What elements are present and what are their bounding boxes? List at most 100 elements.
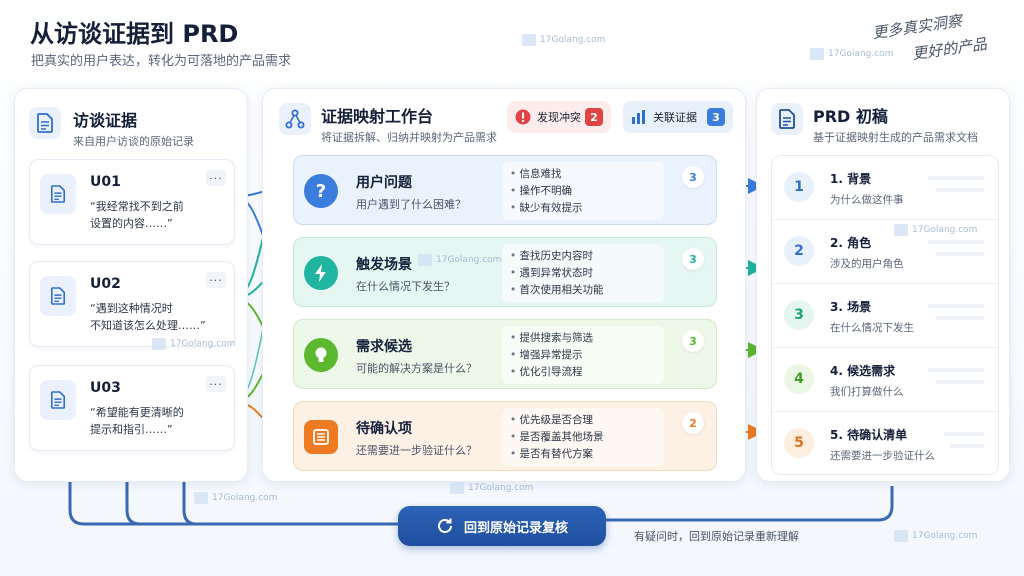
card-id: U03 xyxy=(90,380,121,396)
section-subtitle: 我们打算做什么 xyxy=(830,386,904,398)
panel-title-evidence: 访谈证据 xyxy=(73,111,138,130)
section-number: 2 xyxy=(784,236,814,266)
prd-section-scenes[interactable]: 3 3. 场景 在什么情况下发生 xyxy=(772,284,998,348)
panel-title-prd: PRD 初稿 xyxy=(813,107,888,126)
category-subtitle: 可能的解决方案是什么？ xyxy=(356,362,477,375)
document-icon xyxy=(40,276,76,316)
category-title: 触发场景 xyxy=(356,257,412,273)
category-subtitle: 用户遇到了什么困难？ xyxy=(356,198,466,211)
refresh-icon xyxy=(436,517,454,535)
list-item: 提供搜索与筛选 xyxy=(510,330,656,347)
list-item: 优化引导流程 xyxy=(510,364,656,381)
panel-subtitle-mapping: 将证据拆解、归纳并映射为产品需求 xyxy=(321,131,497,144)
category-count: 3 xyxy=(682,166,704,188)
more-options-button[interactable]: ··· xyxy=(206,170,226,186)
card-id: U02 xyxy=(90,276,121,292)
watermark: 17Golang.com xyxy=(894,224,977,236)
section-subtitle: 为什么做这件事 xyxy=(830,194,904,206)
category-title: 用户问题 xyxy=(356,175,412,191)
category-subtitle: 还需要进一步验证什么？ xyxy=(356,444,477,457)
section-title: 1. 背景 xyxy=(830,172,872,186)
bar-chart-icon xyxy=(631,109,647,125)
panel-subtitle-prd: 基于证据映射生成的产品需求文档 xyxy=(813,131,978,144)
watermark: 17Golang.com xyxy=(418,254,501,266)
watermark: 17Golang.com xyxy=(810,48,893,60)
section-number: 5 xyxy=(784,428,814,458)
list-item: 优先级是否合理 xyxy=(510,412,656,429)
interview-card-u01[interactable]: U01 “我经常找不到之前设置的内容……” ··· xyxy=(29,159,235,245)
panel-subtitle-evidence: 来自用户访谈的原始记录 xyxy=(73,135,194,148)
section-subtitle: 在什么情况下发生 xyxy=(830,322,914,334)
category-pending[interactable]: 待确认项 还需要进一步验证什么？ 优先级是否合理 是否覆盖其他场景 是否有替代方… xyxy=(293,401,717,471)
category-items: 优先级是否合理 是否覆盖其他场景 是否有替代方案 xyxy=(502,408,664,466)
document-icon xyxy=(40,380,76,420)
category-count: 2 xyxy=(682,412,704,434)
conflict-label: 发现冲突 xyxy=(537,111,581,124)
section-subtitle: 涉及的用户角色 xyxy=(830,258,904,270)
list-item: 操作不明确 xyxy=(510,183,656,200)
page-title: 从访谈证据到 PRD xyxy=(30,20,239,48)
interview-card-u03[interactable]: U03 “希望能有更清晰的提示和指引……” ··· xyxy=(29,365,235,451)
section-title: 3. 场景 xyxy=(830,300,872,314)
question-icon: ? xyxy=(304,174,338,208)
category-items: 提供搜索与筛选 增强异常提示 优化引导流程 xyxy=(502,326,664,384)
list-icon xyxy=(304,420,338,454)
document-icon xyxy=(29,107,61,139)
section-number: 1 xyxy=(784,172,814,202)
watermark: 17Golang.com xyxy=(522,34,605,46)
list-item: 首次使用相关功能 xyxy=(510,282,656,299)
category-items: 查找历史内容时 遇到异常状态时 首次使用相关功能 xyxy=(502,244,664,302)
section-subtitle: 还需要进一步验证什么 xyxy=(830,450,935,462)
conflict-badge[interactable]: 发现冲突 2 xyxy=(507,101,611,133)
bulb-icon xyxy=(304,338,338,372)
card-quote: “希望能有更清晰的提示和指引……” xyxy=(90,406,184,436)
list-item: 增强异常提示 xyxy=(510,347,656,364)
card-id: U01 xyxy=(90,174,121,190)
category-items: 信息难找 操作不明确 缺少有效提示 xyxy=(502,162,664,220)
prd-section-list: 1 1. 背景 为什么做这件事 2 2. 角色 涉及的用户角色 3 3. 场景 … xyxy=(771,155,999,475)
network-icon xyxy=(279,103,311,135)
slogan-line-2: 更好的产品 xyxy=(911,34,988,64)
category-title: 待确认项 xyxy=(356,421,412,437)
category-count: 3 xyxy=(682,248,704,270)
section-title: 2. 角色 xyxy=(830,236,872,250)
category-user-problem[interactable]: ? 用户问题 用户遇到了什么困难？ 信息难找 操作不明确 缺少有效提示 3 xyxy=(293,155,717,225)
linked-count: 3 xyxy=(707,108,725,126)
category-title: 需求候选 xyxy=(356,339,412,355)
category-count: 3 xyxy=(682,330,704,352)
section-title: 5. 待确认清单 xyxy=(830,428,908,442)
card-quote: “遇到这种情况时不知道该怎么处理……” xyxy=(90,302,206,332)
watermark: 17Golang.com xyxy=(894,530,977,542)
section-number: 3 xyxy=(784,300,814,330)
document-icon xyxy=(771,103,803,135)
linked-evidence-badge[interactable]: 关联证据 3 xyxy=(623,101,733,133)
watermark: 17Golang.com xyxy=(194,492,277,504)
alert-icon xyxy=(515,109,531,125)
prd-section-pending[interactable]: 5 5. 待确认清单 还需要进一步验证什么 xyxy=(772,412,998,476)
list-item: 是否有替代方案 xyxy=(510,446,656,463)
linked-label: 关联证据 xyxy=(653,111,697,124)
panel-title-mapping: 证据映射工作台 xyxy=(321,107,434,126)
watermark: 17Golang.com xyxy=(152,338,235,350)
back-button-label: 回到原始记录复核 xyxy=(463,520,568,536)
more-options-button[interactable]: ··· xyxy=(206,272,226,288)
wire-feedback-loop xyxy=(606,486,894,522)
watermark: 17Golang.com xyxy=(450,482,533,494)
prd-section-roles[interactable]: 2 2. 角色 涉及的用户角色 xyxy=(772,220,998,284)
back-note: 有疑问时，回到原始记录重新理解 xyxy=(634,530,799,543)
lightning-icon xyxy=(304,256,338,290)
document-icon xyxy=(40,174,76,214)
list-item: 缺少有效提示 xyxy=(510,200,656,217)
category-subtitle: 在什么情况下发生？ xyxy=(356,280,455,293)
more-options-button[interactable]: ··· xyxy=(206,376,226,392)
prd-section-background[interactable]: 1 1. 背景 为什么做这件事 xyxy=(772,156,998,220)
list-item: 查找历史内容时 xyxy=(510,248,656,265)
interview-card-u02[interactable]: U02 “遇到这种情况时不知道该怎么处理……” ··· xyxy=(29,261,235,347)
card-quote: “我经常找不到之前设置的内容……” xyxy=(90,200,184,230)
category-need-candidate[interactable]: 需求候选 可能的解决方案是什么？ 提供搜索与筛选 增强异常提示 优化引导流程 3 xyxy=(293,319,717,389)
prd-draft-panel: PRD 初稿 基于证据映射生成的产品需求文档 1 1. 背景 为什么做这件事 2… xyxy=(756,88,1010,482)
category-trigger-scene[interactable]: 触发场景 在什么情况下发生？ 查找历史内容时 遇到异常状态时 首次使用相关功能 … xyxy=(293,237,717,307)
back-to-source-button[interactable]: 回到原始记录复核 xyxy=(398,506,606,546)
list-item: 是否覆盖其他场景 xyxy=(510,429,656,446)
prd-section-candidates[interactable]: 4 4. 候选需求 我们打算做什么 xyxy=(772,348,998,412)
